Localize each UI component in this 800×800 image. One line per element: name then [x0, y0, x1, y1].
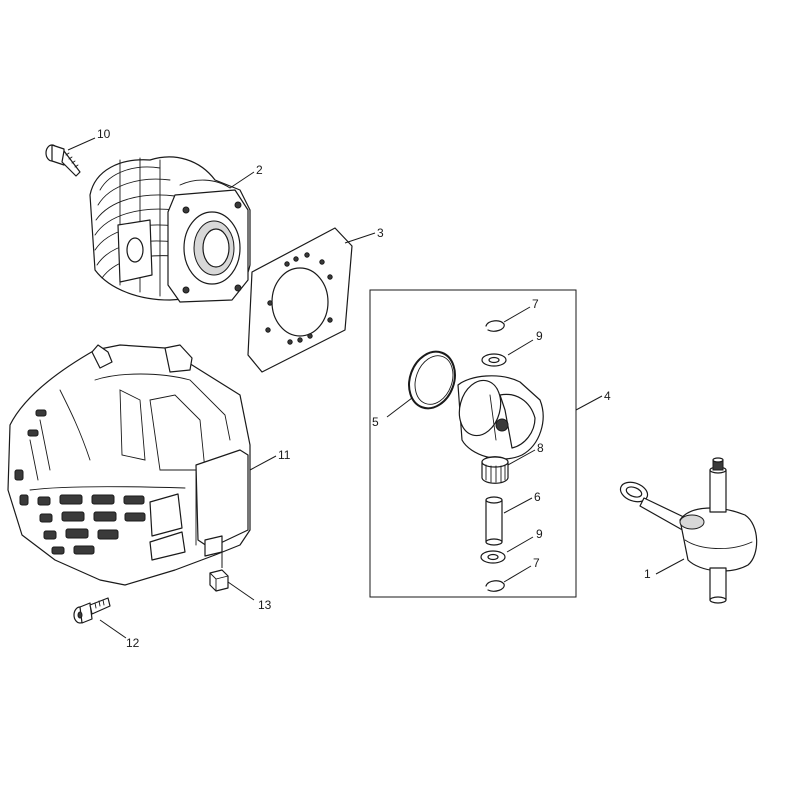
- part-2-cylinder[interactable]: [89, 156, 251, 303]
- callout-1: 1: [644, 567, 651, 581]
- callout-4: 4: [604, 389, 611, 403]
- callout-7-top: 7: [532, 297, 539, 311]
- part-1-crankshaft[interactable]: [618, 457, 758, 604]
- part-4-piston-kit-frame: [369, 289, 577, 598]
- part-8-needle-bearing[interactable]: [481, 456, 509, 484]
- part-7-circlip-top[interactable]: [485, 320, 505, 332]
- callout-10: 10: [97, 127, 111, 141]
- part-9-washer-top[interactable]: [481, 353, 507, 367]
- part-10-bolt[interactable]: [45, 144, 81, 177]
- callout-9-top: 9: [536, 329, 543, 343]
- callout-9-bottom: 9: [536, 527, 543, 541]
- callout-labels: 10 2 3 4 5 7 9 8 6 9 7 11 13 12 1: [97, 127, 651, 650]
- part-5-piston-ring[interactable]: [401, 345, 462, 415]
- part-9-washer-bottom[interactable]: [480, 550, 506, 564]
- callout-11: 11: [278, 448, 291, 462]
- callout-12: 12: [126, 636, 140, 650]
- callout-13: 13: [258, 598, 272, 612]
- part-12-bolt[interactable]: [73, 597, 111, 624]
- part-6-piston-pin[interactable]: [485, 496, 503, 546]
- part-3-gasket[interactable]: [247, 227, 353, 373]
- callout-6: 6: [534, 490, 541, 504]
- part-11-shroud[interactable]: [7, 344, 251, 586]
- leader-lines: [67, 137, 685, 639]
- callout-8: 8: [537, 441, 544, 455]
- callout-5: 5: [372, 415, 379, 429]
- part-7-circlip-bottom[interactable]: [485, 580, 505, 592]
- part-13-nut[interactable]: [209, 569, 229, 592]
- part-4-piston[interactable]: [453, 375, 544, 460]
- callout-7-bottom: 7: [533, 556, 540, 570]
- callout-3: 3: [377, 226, 384, 240]
- callout-2: 2: [256, 163, 263, 177]
